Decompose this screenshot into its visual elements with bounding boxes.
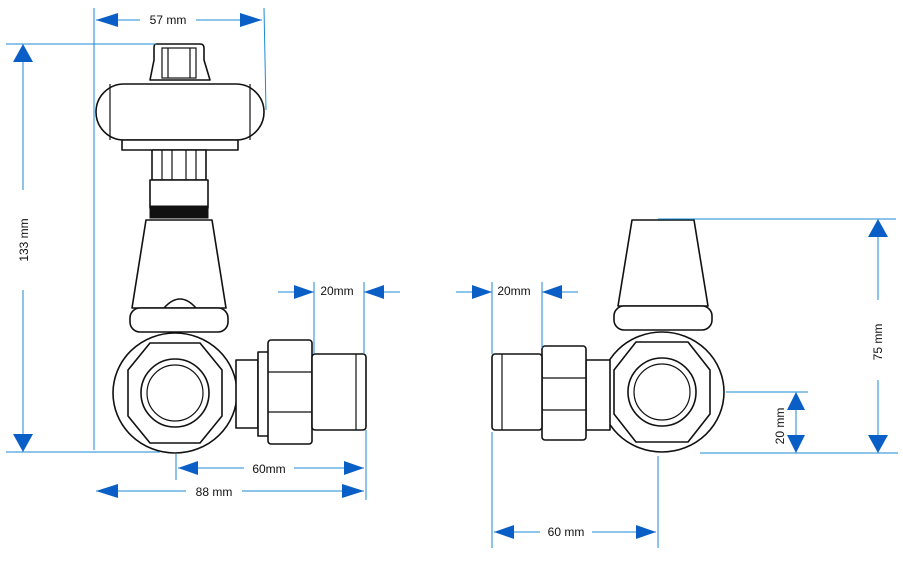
label-left-width: 57 mm	[150, 13, 187, 27]
label-left-total: 88 mm	[196, 485, 233, 499]
right-valve	[491, 219, 725, 453]
dimension-right-center: 20 mm	[726, 391, 808, 453]
label-right-offset: 60 mm	[548, 525, 585, 539]
dimension-right-pipe: 20mm	[456, 282, 578, 354]
left-valve	[95, 43, 367, 454]
dimension-left-width: 57 mm	[93, 7, 267, 450]
dimension-right-height: 75 mm	[658, 218, 898, 454]
label-right-pipe: 20mm	[497, 284, 530, 298]
dimension-left-pipe: 20mm	[278, 282, 400, 354]
label-right-height: 75 mm	[871, 324, 885, 361]
dimension-left-height: 133 mm	[6, 43, 160, 453]
label-right-center: 20 mm	[773, 408, 787, 445]
label-left-pipe: 20mm	[320, 284, 353, 298]
dimension-left-total: 88 mm	[96, 483, 364, 499]
label-left-offset: 60mm	[252, 462, 285, 476]
label-left-height: 133 mm	[17, 218, 31, 261]
dimension-left-offset: 60mm	[175, 430, 367, 500]
dimension-right-offset: 60 mm	[491, 432, 659, 548]
